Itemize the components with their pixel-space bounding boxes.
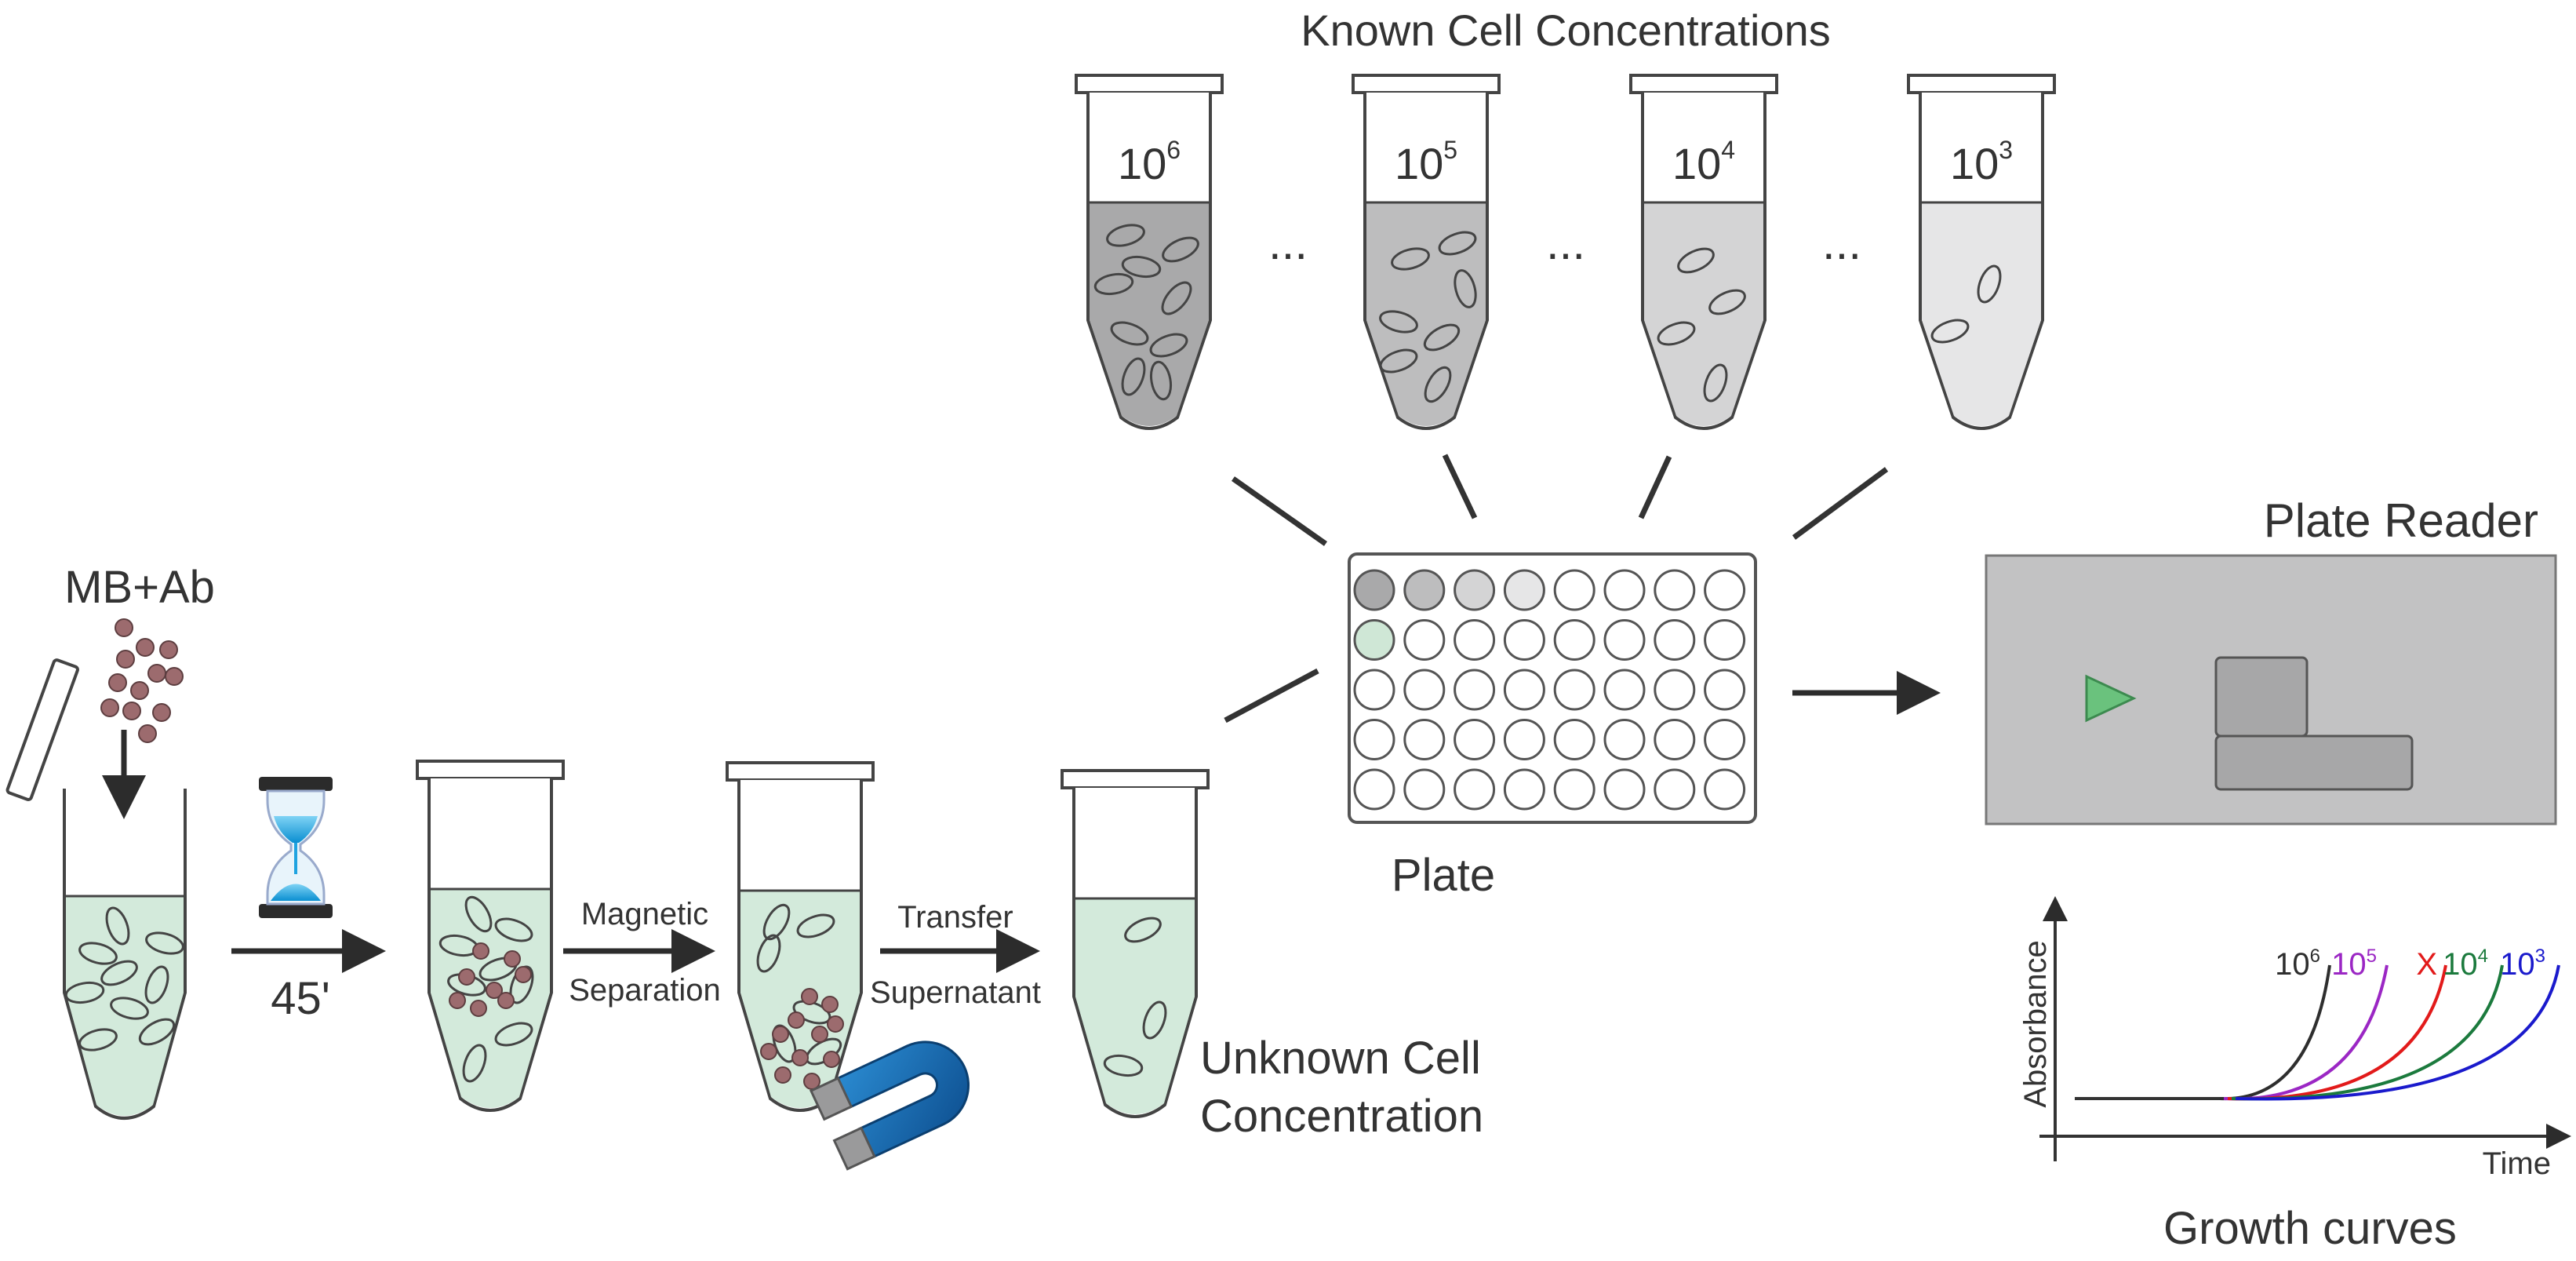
cells xyxy=(1379,231,1477,403)
plate-well xyxy=(1704,768,1746,811)
plate-well xyxy=(1353,719,1395,760)
plate-label: Plate xyxy=(1392,850,1495,901)
plate-well xyxy=(1403,669,1446,711)
plate-well xyxy=(1603,719,1646,760)
curve-label: 104 xyxy=(2443,946,2488,982)
plate-well xyxy=(1403,719,1446,760)
known-tube-1-label: 106 xyxy=(1118,136,1181,188)
plate-well xyxy=(1553,569,1595,611)
known-tube-3: 104 xyxy=(1629,74,1778,430)
magnetic-beads xyxy=(100,618,184,743)
tube-unknown xyxy=(1061,769,1210,1118)
known-tube-2-label: 105 xyxy=(1395,136,1457,188)
curve-10-5 xyxy=(2223,964,2389,1101)
plate-well xyxy=(1654,619,1696,661)
transfer-label-2: Supernatant xyxy=(870,975,1041,1010)
curve-label: 106 xyxy=(2275,946,2320,982)
plate-well xyxy=(1454,669,1496,711)
hourglass-icon xyxy=(259,777,333,918)
transfer-label-1: Transfer xyxy=(897,900,1013,935)
cells xyxy=(1093,224,1199,401)
plate-well xyxy=(1704,719,1746,760)
known-tube-4-label: 103 xyxy=(1950,136,2013,188)
ellipsis-1: ... xyxy=(1268,217,1308,269)
plate-well xyxy=(1553,669,1595,711)
curve-10-3 xyxy=(2235,964,2560,1101)
plate-well xyxy=(1503,669,1545,711)
plate-well xyxy=(1654,719,1696,760)
plate-well xyxy=(1353,669,1395,711)
known-tube-4: 103 xyxy=(1907,74,2056,430)
plate-well xyxy=(1553,768,1595,811)
tube-step-1 xyxy=(5,658,187,1120)
plate-well xyxy=(1403,768,1446,811)
growth-ylabel: Absorbance xyxy=(2018,940,2053,1107)
plate-well xyxy=(1553,719,1595,760)
plate-well xyxy=(1353,619,1395,661)
plate-well xyxy=(1553,619,1595,661)
ellipsis-3: ... xyxy=(1822,217,1861,269)
plate-well xyxy=(1503,768,1545,811)
plate-well xyxy=(1704,669,1746,711)
mb-ab-label: MB+Ab xyxy=(64,562,215,613)
plate xyxy=(1348,552,1757,824)
magnetic-label-1: Magnetic xyxy=(581,897,708,931)
growth-title: Growth curves xyxy=(2163,1203,2457,1254)
plate-well xyxy=(1503,719,1545,760)
growth-xlabel: Time xyxy=(2483,1146,2551,1181)
magnetic-label-2: Separation xyxy=(569,973,720,1008)
curve-10-4 xyxy=(2231,964,2504,1101)
unknown-label-1: Unknown Cell xyxy=(1200,1033,1481,1084)
cells xyxy=(1657,247,1746,403)
plate-well xyxy=(1654,569,1696,611)
plate-well xyxy=(1654,768,1696,811)
curve-x xyxy=(2227,964,2447,1101)
known-tube-1: 106 xyxy=(1075,74,1224,430)
plate-well xyxy=(1454,619,1496,661)
connector-lines xyxy=(1224,454,1889,723)
curve-label: 103 xyxy=(2500,946,2545,982)
plate-well xyxy=(1353,768,1395,811)
plate-well xyxy=(1454,569,1496,611)
known-tube-3-label: 104 xyxy=(1672,136,1735,188)
plate-well xyxy=(1704,569,1746,611)
plate-well xyxy=(1654,669,1696,711)
plate-well xyxy=(1454,719,1496,760)
curve-label: 105 xyxy=(2331,946,2377,982)
plate-well xyxy=(1403,569,1446,611)
cells xyxy=(1930,264,2002,344)
play-triangle-icon xyxy=(2085,674,2137,723)
plate-well xyxy=(1503,569,1545,611)
reader-title: Plate Reader xyxy=(2264,494,2538,547)
plate-well xyxy=(1454,768,1496,811)
plate-well xyxy=(1704,619,1746,661)
plate-reader xyxy=(1985,554,2557,825)
magnet-icon xyxy=(809,1041,970,1171)
plate-well xyxy=(1403,619,1446,661)
plate-well xyxy=(1353,569,1395,611)
plate-well xyxy=(1603,669,1646,711)
plate-well xyxy=(1603,768,1646,811)
incubation-time: 45' xyxy=(271,973,330,1024)
plate-well xyxy=(1603,569,1646,611)
plate-well xyxy=(1503,619,1545,661)
plate-well xyxy=(1603,619,1646,661)
unknown-label-2: Concentration xyxy=(1200,1091,1483,1142)
curve-10-6 xyxy=(2219,964,2331,1101)
ellipsis-2: ... xyxy=(1546,217,1585,269)
plate-wells xyxy=(1353,569,1746,811)
tube-step-2 xyxy=(416,760,565,1112)
known-tube-2: 105 xyxy=(1352,74,1501,430)
known-title: Known Cell Concentrations xyxy=(1301,5,1830,55)
tube-step-3 xyxy=(726,761,875,1112)
curve-label: X xyxy=(2416,947,2437,982)
